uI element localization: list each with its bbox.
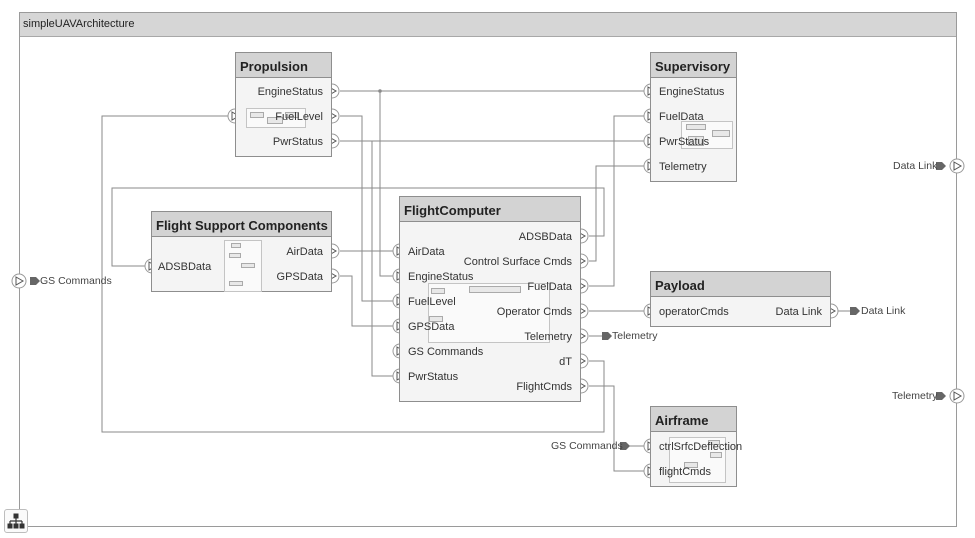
- external-port-telemetry-right: Telemetry: [892, 390, 938, 402]
- supervisory-title: Supervisory: [651, 53, 736, 78]
- flight-support-title: Flight Support Components: [152, 212, 331, 237]
- port-tag: [850, 307, 860, 315]
- port-gs-commands-fc: GS Commands: [408, 346, 484, 358]
- port-tag: [936, 392, 946, 400]
- port-flight-cmds-out: FlightCmds: [516, 381, 572, 393]
- external-port-gs-commands: GS Commands: [40, 275, 112, 287]
- port-fuel-data-out: FuelData: [527, 281, 572, 293]
- port-data-link-out: Data Link: [775, 306, 822, 318]
- port-adsb-data-in: ADSBData: [158, 261, 212, 273]
- port-pwr-status-in: PwrStatus: [659, 136, 710, 148]
- supervisory-thumbnail: [681, 121, 733, 149]
- flight-support-thumbnail: [224, 240, 262, 292]
- port-engine-status-fc: EngineStatus: [408, 271, 474, 283]
- junction-dot: [378, 89, 382, 93]
- flight-computer-thumbnail: [428, 283, 550, 343]
- wire-fuel-data: [589, 115, 646, 287]
- port-telemetry-out: Telemetry: [524, 331, 572, 343]
- port-ctrl-srfc-deflection: ctrlSrfcDeflection: [659, 441, 743, 453]
- port-fuel-level: FuelLevel: [275, 111, 323, 123]
- flight-computer-title: FlightComputer: [400, 197, 580, 222]
- port-tag: [936, 162, 946, 170]
- airframe-block[interactable]: Airframe ctrlSrfcDeflection flightCmds: [650, 406, 742, 487]
- port-adsb-data-out: ADSBData: [518, 231, 572, 243]
- port-fuel-data-in: FuelData: [659, 111, 704, 123]
- port-engine-status-in: EngineStatus: [659, 86, 725, 98]
- port-flight-cmds-in: flightCmds: [659, 466, 711, 478]
- wire-adsb-loop: [111, 187, 605, 267]
- port-pwr-status-fc: PwrStatus: [408, 371, 459, 383]
- port-operator-cmds-in: operatorCmds: [659, 306, 729, 318]
- wire-engine-status-fc: [379, 91, 394, 277]
- port-control-surface-cmds: Control Surface Cmds: [463, 256, 572, 268]
- port-operator-cmds: Operator Cmds: [496, 306, 572, 318]
- wire-telemetry-sup: [589, 165, 646, 262]
- port-fuel-level-fc: FuelLevel: [408, 296, 456, 308]
- flight-computer-block[interactable]: FlightComputer AirData EngineStatus Fuel…: [399, 196, 581, 402]
- external-port-data-link: Data Link: [861, 305, 906, 317]
- hierarchy-button[interactable]: [4, 509, 28, 533]
- canvas-title: simpleUAVArchitecture: [20, 13, 956, 37]
- airframe-title: Airframe: [651, 407, 736, 432]
- port-tag: [602, 332, 612, 340]
- port-tag: [30, 277, 40, 285]
- external-port-gs-commands-airframe: GS Commands: [551, 440, 623, 452]
- port-triangle: [949, 388, 965, 404]
- port-gps-data-fc: GPSData: [408, 321, 455, 333]
- port-triangle: [11, 273, 27, 289]
- port-triangle: [949, 158, 965, 174]
- hierarchy-icon: [7, 513, 25, 529]
- port-telemetry-in: Telemetry: [659, 161, 707, 173]
- port-tag: [620, 442, 630, 450]
- supervisory-block[interactable]: Supervisory EngineStatus FuelData PwrSta…: [650, 52, 737, 182]
- propulsion-title: Propulsion: [236, 53, 331, 78]
- port-pwr-status: PwrStatus: [272, 136, 323, 148]
- wire-gps-data: [340, 275, 394, 327]
- payload-title: Payload: [651, 272, 830, 297]
- airframe-thumbnail: [669, 437, 726, 483]
- wire-fuel-level: [340, 115, 394, 302]
- port-air-data-in: AirData: [408, 246, 445, 258]
- payload-block[interactable]: Payload operatorCmds Data Link: [650, 271, 831, 327]
- port-gps-data-out: GPSData: [276, 271, 323, 283]
- wire-dt-loop: [101, 115, 605, 433]
- propulsion-block[interactable]: Propulsion EngineStatus FuelLevel PwrSta…: [235, 52, 332, 157]
- external-port-data-link-right: Data Link: [893, 160, 938, 172]
- propulsion-thumbnail: [246, 108, 306, 128]
- flight-support-block[interactable]: Flight Support Components ADSBData AirDa…: [151, 211, 332, 292]
- external-port-telemetry: Telemetry: [612, 330, 658, 342]
- port-engine-status: EngineStatus: [257, 86, 323, 98]
- wire-flight-cmds: [589, 385, 646, 472]
- wire-pwr-status-fc: [371, 141, 394, 377]
- port-air-data-out: AirData: [286, 246, 323, 258]
- port-dt-out: dT: [559, 356, 572, 368]
